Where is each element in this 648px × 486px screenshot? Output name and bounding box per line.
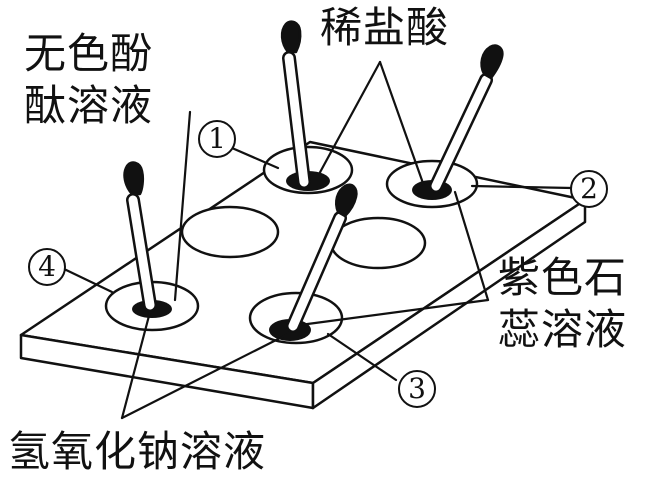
pointer-num-3 bbox=[326, 332, 398, 382]
label-litmus-line1: 紫色石 bbox=[498, 253, 628, 302]
label-phenolphthalein-line1: 无色酚 bbox=[24, 29, 154, 78]
pointer-litmus-lower bbox=[298, 298, 490, 327]
well-number-1: 1 bbox=[198, 120, 236, 158]
plate-side-face bbox=[311, 198, 587, 410]
well-empty-right bbox=[329, 216, 427, 270]
pointer-naoh-left bbox=[120, 310, 152, 420]
pointer-num-2 bbox=[470, 184, 574, 190]
pointer-lines bbox=[60, 60, 574, 420]
pointer-num-1 bbox=[230, 146, 280, 170]
label-litmus-line2: 蕊溶液 bbox=[498, 305, 628, 354]
pointer-acid-to-well-1 bbox=[316, 60, 382, 178]
label-sodium-hydroxide: 氢氧化钠溶液 bbox=[8, 427, 267, 476]
pointer-num-4 bbox=[60, 266, 114, 294]
well-number-3: 3 bbox=[398, 370, 436, 408]
well-number-2: 2 bbox=[570, 170, 608, 208]
well-number-4: 4 bbox=[28, 248, 66, 286]
dropper-litmus bbox=[286, 183, 358, 333]
label-phenolphthalein-line2: 酞溶液 bbox=[24, 81, 154, 130]
well-empty-left bbox=[180, 205, 280, 259]
pointer-naoh-right bbox=[120, 332, 290, 420]
label-hydrochloric-acid: 稀盐酸 bbox=[320, 3, 450, 52]
dropper-phenolphthalein bbox=[123, 161, 157, 312]
pointer-acid-to-well-2 bbox=[378, 60, 426, 188]
pointer-phenolphthalein bbox=[173, 110, 192, 302]
dropper-acid-2 bbox=[429, 44, 504, 193]
dropper-acid-1 bbox=[280, 20, 311, 189]
pointer-litmus-upper bbox=[453, 190, 490, 302]
